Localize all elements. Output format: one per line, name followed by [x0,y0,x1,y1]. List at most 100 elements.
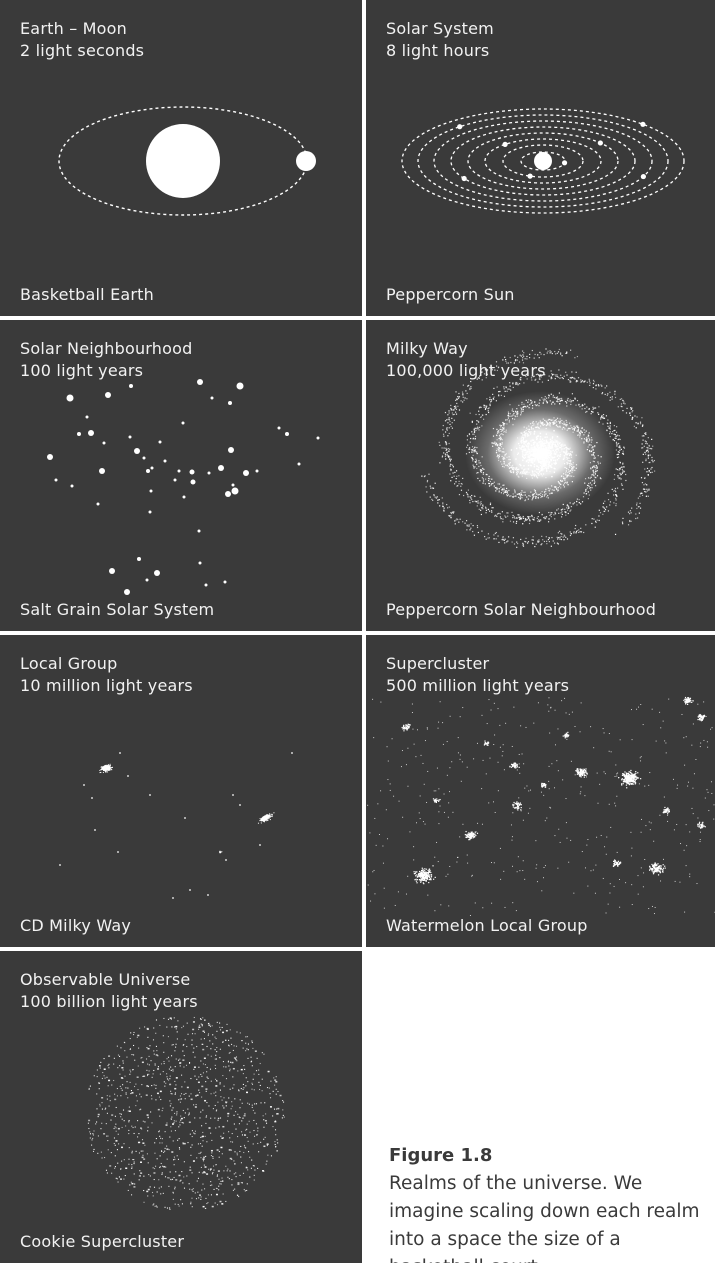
realm-name: Solar Neighbourhood [20,339,193,358]
planet [561,160,568,166]
panel-caption: Peppercorn Solar Neighbourhood [386,600,657,619]
sun [534,152,552,170]
star [243,470,249,476]
figure-text: Realms of the universe. We imagine scali… [389,1173,700,1263]
galaxy-dot [291,752,293,754]
star [154,570,160,576]
planet-orbit [433,120,653,202]
star [182,495,186,499]
planet-orbit [401,108,685,214]
star [109,568,115,574]
panel-title: Solar System 8 light hours [386,18,494,62]
star [181,421,185,425]
cluster-dots [367,696,715,916]
galaxy-dot [91,797,93,799]
star [255,469,259,473]
panel-solar-system: Solar System 8 light hours Peppercorn Su… [366,0,715,316]
galaxy-dot [119,752,121,754]
planet-orbit [450,126,636,196]
galaxy-stars [421,348,656,548]
universe-sphere-illustration [87,1016,285,1210]
planet [457,124,463,130]
galaxy-clusters-illustration [367,696,715,916]
solar-system-illustration [401,108,685,214]
figure-number: Figure 1.8 [389,1145,493,1166]
panel-milky-way: Milky Way 100,000 light years Peppercorn… [366,320,715,631]
star [173,478,177,482]
star [177,469,181,473]
panel-title: Local Group 10 million light years [20,653,193,697]
star [198,561,202,565]
star [137,557,141,561]
galaxy-dot [149,794,151,796]
planet-orbit [484,138,602,184]
star [204,583,208,587]
star [218,465,224,471]
realm-scale: 2 light seconds [20,41,145,60]
star [85,415,89,419]
galaxy [219,850,223,854]
star [190,479,196,485]
panel-supercluster: Supercluster 500 million light years Wat… [366,635,715,947]
planet [527,173,533,179]
planet-orbit [417,114,669,208]
panel-caption: Salt Grain Solar System [20,600,215,619]
realm-name: Observable Universe [20,970,191,989]
panel-title: Solar Neighbourhood 100 light years [20,338,192,382]
star [134,448,140,454]
star [142,456,146,460]
star [225,491,231,497]
galaxy-dot [184,817,186,819]
galaxy-dot [127,775,129,777]
star [316,436,320,440]
realm-scale: 100 billion light years [20,992,198,1011]
star [128,435,132,439]
star [105,392,111,398]
planet [640,121,646,127]
star [88,430,94,436]
realm-name: Supercluster [386,654,490,673]
star [149,489,153,493]
realm-scale: 500 million light years [386,676,570,695]
earth [146,124,220,198]
panel-title: Supercluster 500 million light years [386,653,569,697]
moon [296,151,316,171]
planet [640,173,646,180]
star [210,396,214,400]
galaxy-dot [232,794,234,796]
star [158,440,162,444]
panel-caption: Cookie Supercluster [20,1232,185,1251]
panel-observable-universe: Observable Universe 100 billion light ye… [0,951,362,1263]
star [231,487,239,495]
star [285,432,289,436]
realm-name: Solar System [386,19,494,38]
galaxy-dot [207,894,209,896]
star [146,469,150,473]
planet [502,141,508,147]
star [96,502,100,506]
realm-name: Local Group [20,654,118,673]
star [54,478,58,482]
panel-local-group: Local Group 10 million light years CD Mi… [0,635,362,947]
figure-caption: Figure 1.8 Realms of the universe. We im… [389,1142,715,1263]
realm-scale: 100 light years [20,361,144,380]
star [163,459,167,463]
star [197,529,201,533]
planet-orbit [467,132,619,190]
earth-moon-illustration [58,106,316,216]
star [197,379,203,385]
star [231,483,235,487]
realm-name: Milky Way [386,339,468,358]
panel-caption: CD Milky Way [20,916,131,935]
panel-title: Observable Universe 100 billion light ye… [20,969,198,1013]
star [297,462,301,466]
galaxy-dot [83,784,85,786]
panel-earth-moon: Earth – Moon 2 light seconds Basketball … [0,0,362,316]
star [228,401,232,405]
star [77,432,81,436]
star [66,394,74,402]
star [70,484,74,488]
galaxy-dot [172,897,174,899]
realm-name: Earth – Moon [20,19,128,38]
panel-title: Milky Way 100,000 light years [386,338,546,382]
